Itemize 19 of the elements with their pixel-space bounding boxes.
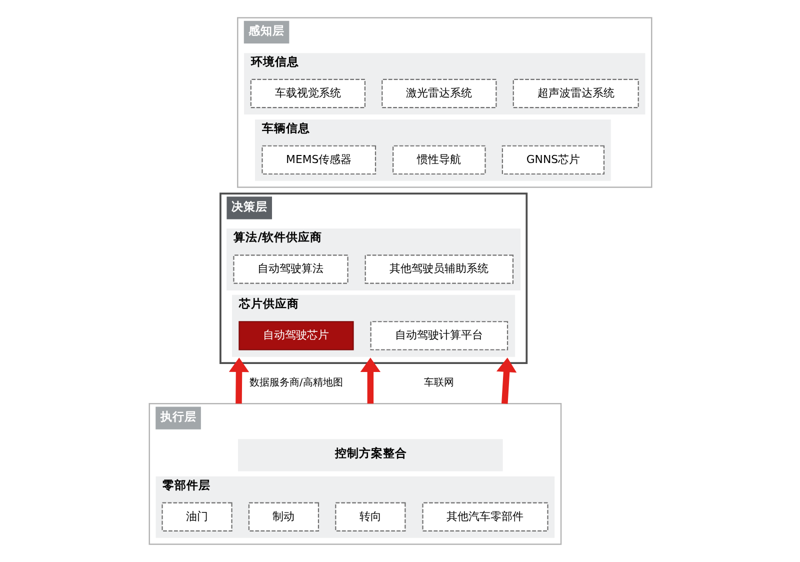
node-box: 制动 xyxy=(248,502,319,532)
label: 车联网 xyxy=(424,378,454,389)
node-box: 油门 xyxy=(161,502,232,532)
arrow xyxy=(360,358,380,404)
node-box: 自动驾驶计算平台 xyxy=(370,321,508,350)
arrow xyxy=(228,358,249,404)
node-box: 其他驾驶员辅助系统 xyxy=(364,254,514,284)
node-box: 惯性导航 xyxy=(392,145,486,175)
node-box: 激光雷达系统 xyxy=(381,78,496,108)
arrow xyxy=(496,358,516,404)
node-box: GNNS芯片 xyxy=(501,145,604,175)
node-box: 车载视觉系统 xyxy=(250,78,365,108)
node-box: 自动驾驶算法 xyxy=(232,254,348,284)
node-box: 其他汽车零部件 xyxy=(422,502,548,532)
node-box: 超声波雷达系统 xyxy=(512,78,638,108)
label: 数据服务商/高精地图 xyxy=(249,378,342,389)
node-box: 转向 xyxy=(334,502,406,532)
node-box: MEMS传感器 xyxy=(261,145,376,175)
node-box: 自动驾驶芯片 xyxy=(238,321,354,350)
